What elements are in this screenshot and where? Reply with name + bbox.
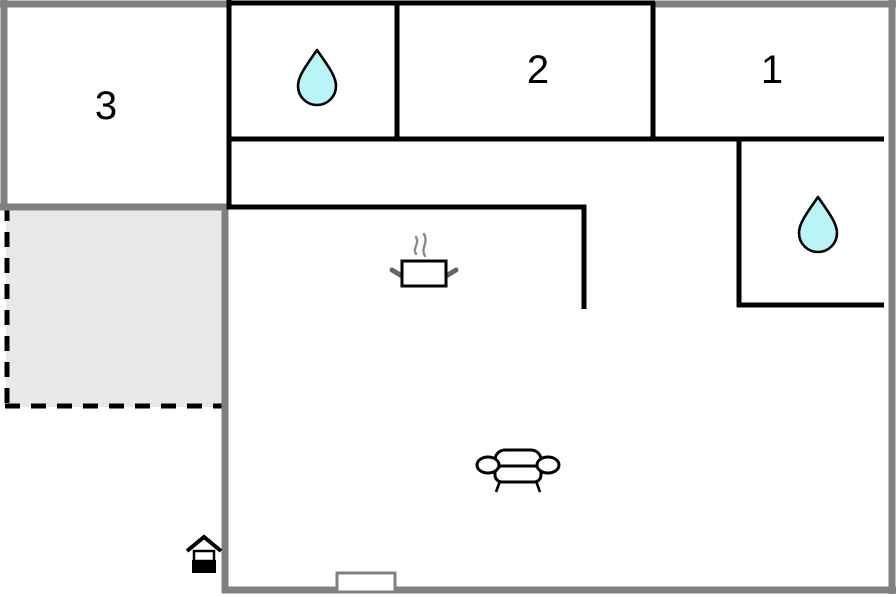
terrace-fill (6, 207, 222, 407)
steam-left (413, 235, 419, 256)
interior-walls (226, 0, 884, 309)
room-label-3: 3 (94, 84, 118, 128)
water-drop-shape (296, 48, 338, 107)
water-drop-icon (296, 48, 338, 107)
terrace-area (4, 206, 224, 409)
cooking-pot-icon (389, 232, 459, 288)
entrance-upper-body (192, 549, 216, 563)
sofa-icon (475, 448, 561, 493)
room-label-1: 1 (760, 48, 784, 92)
sofa-arm-right (535, 455, 561, 475)
window-frame (335, 571, 397, 594)
steam-right (422, 232, 427, 258)
sofa-leg-right (534, 480, 542, 493)
sofa-leg-left (494, 480, 502, 493)
entrance-door (192, 560, 216, 573)
sofa-seat (493, 464, 543, 484)
water-drop-shape (797, 195, 839, 254)
water-drop-icon (797, 195, 839, 254)
sofa-arm-left (475, 455, 501, 475)
room-label-2: 2 (526, 48, 550, 92)
entrance-house-icon (185, 534, 223, 573)
window (335, 571, 397, 594)
pot-body (400, 259, 448, 288)
entrance-roof (185, 534, 223, 553)
